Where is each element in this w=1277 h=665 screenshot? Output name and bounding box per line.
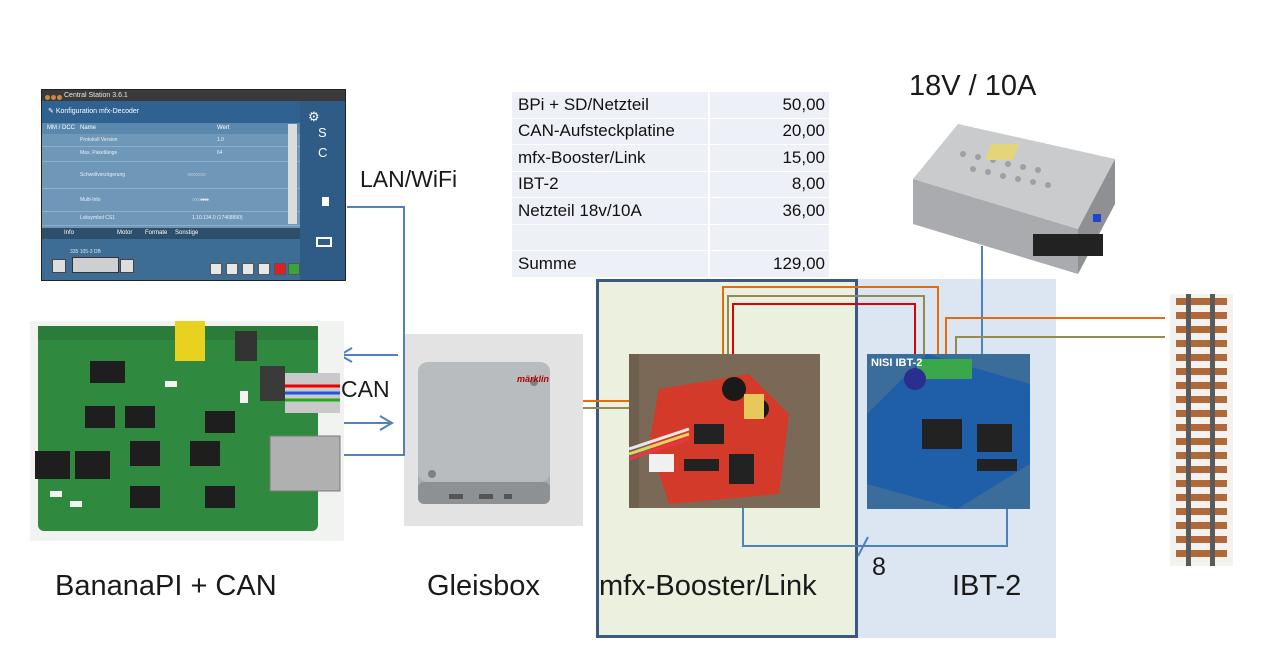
cs3-row-name: Protokoll Version <box>80 137 118 143</box>
col-wert: Wert <box>217 125 230 131</box>
download-icon[interactable] <box>226 263 238 275</box>
cs3-sidebar: ⚙ S C <box>300 101 345 280</box>
cs3-tabs: Info Motor Formate Sonstige <box>42 228 300 239</box>
cost-price: 15,00 <box>710 145 829 172</box>
cost-item <box>512 224 710 251</box>
bus-slash <box>857 536 869 557</box>
gleisbox-device-icon <box>418 362 550 504</box>
booster-wire-olive <box>727 295 925 365</box>
window-controls-icon <box>45 93 63 104</box>
cs3-row-name: Multi-Info <box>80 197 101 203</box>
cs3-screenshot: Central Station 3.6.1 ✎ Konfiguration mf… <box>41 89 346 281</box>
switch-icon[interactable]: C <box>318 145 328 160</box>
banana-label: BananaPI + CAN <box>55 570 277 602</box>
train-icon[interactable] <box>316 237 332 247</box>
cs3-rows: Protokoll Version 1.0 Max. Paketlänge 64 S… <box>42 134 300 232</box>
col-mm-dcc: MM / DCC <box>47 125 75 131</box>
cs3-header: ✎ Konfiguration mfx-Decoder <box>42 101 306 123</box>
cost-price: 8,00 <box>710 171 829 198</box>
ibt-label: IBT-2 <box>952 570 1022 602</box>
control-bus <box>742 505 1008 547</box>
cost-item: IBT-2 <box>512 171 710 198</box>
upload-icon[interactable] <box>258 263 270 275</box>
cs3-bottom-bar: 335 105-3 DB <box>42 239 300 280</box>
table-row <box>512 224 829 251</box>
booster-label: mfx-Booster/Link <box>599 570 817 602</box>
bananapi-board-icon <box>35 321 341 531</box>
cost-price <box>710 224 829 251</box>
tab-sonstige[interactable]: Sonstige <box>175 230 199 236</box>
cs3-row-value: 64 <box>217 150 223 156</box>
tab-formate[interactable]: Formate <box>145 230 168 236</box>
col-name: Name <box>80 125 97 131</box>
cs3-row: Max. Paketlänge 64 <box>42 147 300 162</box>
cs3-row: Multi-Info ○○○○●●●● <box>42 189 300 212</box>
loco-back-icon[interactable] <box>52 259 66 273</box>
ibt2-photo: NISI IBT-2 <box>867 354 1030 509</box>
svg-text:NISI IBT-2: NISI IBT-2 <box>871 357 922 369</box>
cs3-scrollbar[interactable] <box>288 124 297 224</box>
booster-wire-red <box>732 303 916 365</box>
booster-wire-orange <box>722 286 939 365</box>
cs3-row: Loksymbol CS1 1.10.134.0 (17468890) <box>42 212 300 226</box>
track-photo <box>1170 294 1233 566</box>
track-wire-olive <box>955 336 1165 358</box>
power-supply-icon <box>913 124 1115 274</box>
tab-motor[interactable]: Motor <box>117 230 133 236</box>
loco-forward-icon[interactable] <box>120 259 134 273</box>
cost-item: Netzteil 18v/10A <box>512 198 710 225</box>
confirm-icon[interactable] <box>288 263 300 275</box>
slider-dots-icon: ○○○○○○○○○ <box>187 172 206 178</box>
multi-info-dots-icon: ○○○○●●●● <box>192 197 209 203</box>
bus-width-label: 8 <box>872 553 886 581</box>
cost-price: 20,00 <box>710 118 829 145</box>
gleisbox-label: Gleisbox <box>427 570 540 602</box>
cs3-titlebar: Central Station 3.6.1 <box>42 90 345 101</box>
cs3-header-text: Konfiguration mfx-Decoder <box>55 108 140 115</box>
cost-item: Summe <box>512 251 710 278</box>
track-wire-orange <box>945 317 1165 358</box>
cost-item: BPi + SD/Netzteil <box>512 92 710 119</box>
cost-item: mfx-Booster/Link <box>512 145 710 172</box>
loco-image <box>72 257 119 273</box>
cs3-row-name: Max. Paketlänge <box>80 150 118 156</box>
user-icon[interactable] <box>322 197 329 206</box>
cs3-row-value: 1.10.134.0 (17468890) <box>192 215 243 221</box>
cost-price: 50,00 <box>710 92 829 119</box>
cost-price: 36,00 <box>710 198 829 225</box>
cs3-column-header: MM / DCC Name Wert <box>42 123 300 134</box>
cs3-row-value: 1.0 <box>217 137 224 143</box>
cs3-row-name: Schwellverzögerung <box>80 172 126 178</box>
download-icon[interactable] <box>242 263 254 275</box>
loco-label: 335 105-3 DB <box>70 249 101 255</box>
psu-label: 18V / 10A <box>909 70 1037 102</box>
lan-label: LAN/WiFi <box>360 166 458 192</box>
cs3-title: Central Station 3.6.1 <box>64 92 128 99</box>
cost-item: CAN-Aufsteckplatine <box>512 118 710 145</box>
cancel-icon[interactable] <box>274 263 286 275</box>
settings-icon[interactable]: S <box>318 125 327 140</box>
cs3-row: Schwellverzögerung ○○○○○○○○○ <box>42 162 300 189</box>
cs3-row-name: Loksymbol CS1 <box>80 215 116 221</box>
tab-info[interactable]: Info <box>64 230 75 236</box>
lan-wire <box>326 206 405 456</box>
cost-price: 129,00 <box>710 251 829 278</box>
maerklin-logo: märklin <box>517 374 550 384</box>
mfx-booster-photo <box>629 354 820 508</box>
loco-icon[interactable]: ⚙ <box>308 109 320 124</box>
can-label: CAN <box>341 376 390 402</box>
cs3-row: Protokoll Version 1.0 <box>42 134 300 147</box>
download-icon[interactable] <box>210 263 222 275</box>
bananapi-photo <box>30 321 344 541</box>
